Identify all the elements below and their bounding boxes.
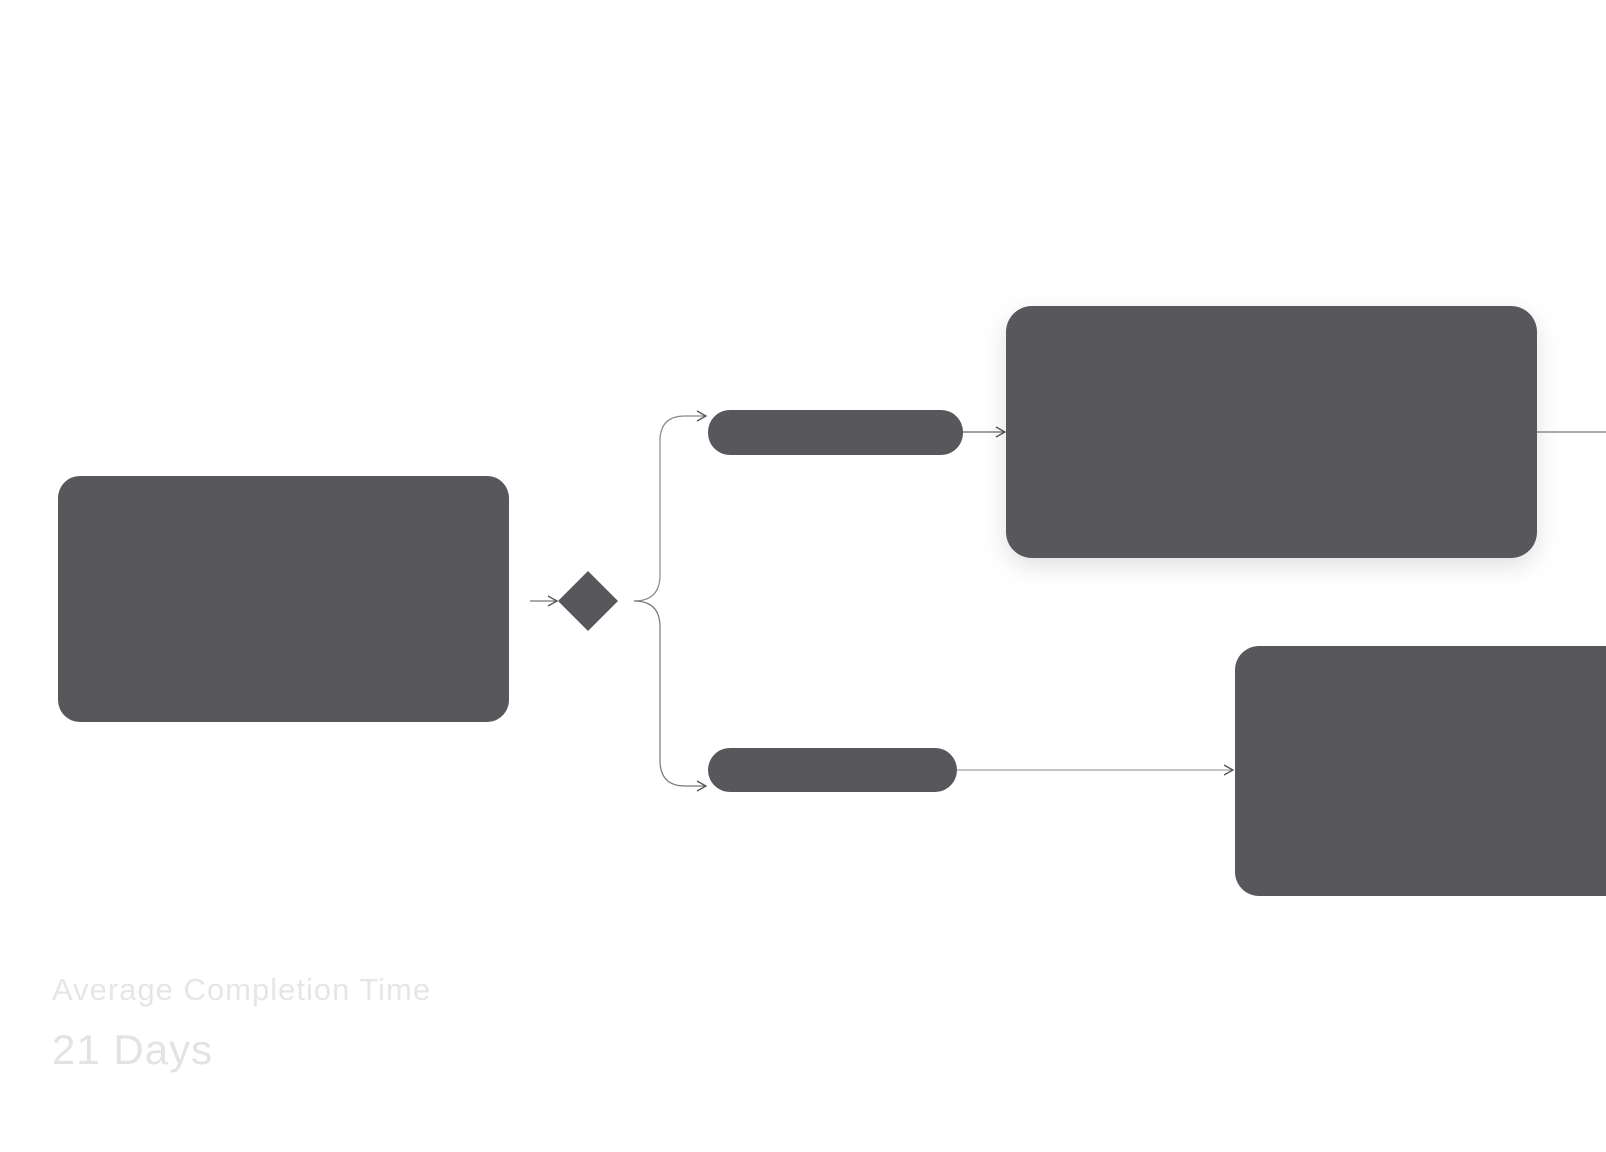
process-node-top[interactable] <box>1006 306 1537 558</box>
decision-diamond[interactable] <box>558 571 618 631</box>
process-node-bottom[interactable] <box>1235 646 1606 896</box>
stat-label: Average Completion Time <box>52 972 432 1007</box>
start-node[interactable] <box>58 476 509 722</box>
branch-label-top[interactable] <box>708 410 963 455</box>
branch-label-bottom[interactable] <box>708 748 957 792</box>
connector-branch-top <box>633 410 708 602</box>
stat-value: 21 Days <box>52 1026 214 1073</box>
connector-branch-bottom <box>633 600 708 792</box>
